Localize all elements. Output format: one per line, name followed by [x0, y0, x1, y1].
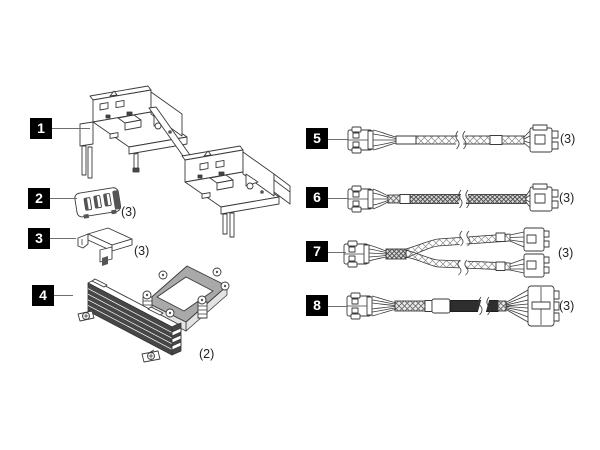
- part-number-label-1: 1: [30, 118, 52, 139]
- quantity-label: (3): [134, 244, 150, 258]
- callout-line-5: [328, 139, 348, 140]
- part-number-label-2: 2: [28, 188, 50, 209]
- part-number-label-4: 4: [32, 285, 54, 306]
- quantity-label: (3): [559, 191, 575, 205]
- callout-line-6: [328, 198, 348, 199]
- part-number-label-5: 5: [306, 128, 328, 149]
- part-number-label-3: 3: [28, 228, 50, 249]
- quantity-label: (3): [558, 246, 574, 260]
- part-number-label-8: 8: [306, 295, 328, 316]
- callout-line-3: [50, 238, 76, 239]
- callout-line-1: [52, 128, 90, 129]
- part-number-label-6: 6: [306, 187, 328, 208]
- retainer-clip-illustration: [74, 187, 122, 219]
- quantity-label: (3): [559, 299, 575, 313]
- quantity-label: (3): [560, 132, 576, 146]
- y-splitter-cable-illustration: [343, 227, 550, 278]
- part-number-label-7: 7: [306, 241, 328, 262]
- braided-cable-illustration: [347, 124, 559, 154]
- callout-line-8: [328, 306, 347, 307]
- quantity-label: (3): [121, 205, 137, 219]
- callout-line-7: [328, 252, 346, 253]
- black-sleeved-cable-illustration: [346, 285, 560, 327]
- callout-line-2: [50, 198, 77, 199]
- angled-bracket-illustration: [77, 227, 133, 266]
- processor-heatsink-illustration: [77, 265, 230, 363]
- node-tray-assembly-illustration: [79, 85, 291, 238]
- quantity-label: (2): [199, 347, 215, 361]
- dark-braided-cable-illustration: [347, 183, 559, 213]
- callout-line-4: [54, 295, 73, 296]
